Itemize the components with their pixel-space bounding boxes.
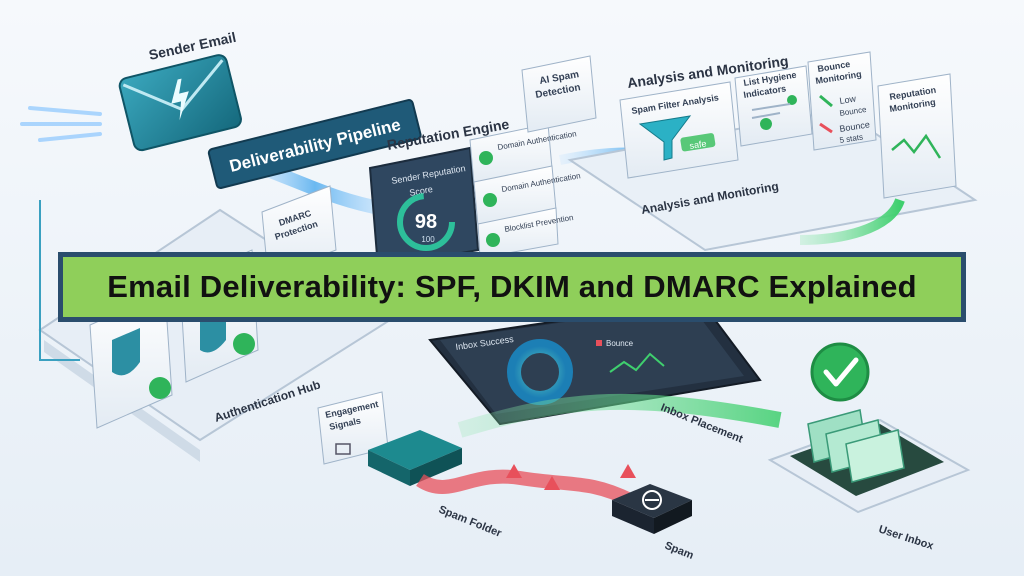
analysis-platform: Analysis and Monitoring Analysis and Mon… xyxy=(567,51,978,252)
low-label: Low xyxy=(839,93,857,106)
title-banner: Email Deliverability: SPF, DKIM and DMAR… xyxy=(58,252,966,322)
score-panel xyxy=(368,146,480,270)
bounce-label-1: Bounce xyxy=(839,105,868,118)
envelope-icon xyxy=(118,54,242,152)
page-title: Email Deliverability: SPF, DKIM and DMAR… xyxy=(107,269,917,304)
donut-chart xyxy=(507,339,573,405)
reputation-engine: Reputation Engine Sender Reputation Scor… xyxy=(368,116,581,270)
bounce-stats: 5 stats xyxy=(839,132,864,145)
envelope-stack xyxy=(807,409,905,483)
list-hygiene-card: List Hygiene Indicators xyxy=(734,65,813,147)
lightning-icon xyxy=(171,78,189,121)
speed-lines xyxy=(20,106,102,142)
gauge-icon xyxy=(397,193,455,251)
check-icon xyxy=(787,95,797,105)
sender-email: Sender Email xyxy=(20,29,242,152)
check-icon xyxy=(760,118,772,130)
warning-icon xyxy=(620,464,636,478)
score-caption-2: Score xyxy=(409,184,434,198)
safe-badge: safe xyxy=(689,138,707,151)
inbox-success-dashboard: Inbox Success Bounce xyxy=(428,298,762,426)
spam-filter-card: Spam Filter Analysis safe xyxy=(619,81,739,179)
funnel-icon xyxy=(638,115,692,161)
ai-spam-card: AI Spam Detection xyxy=(521,55,597,133)
score-value: 98 xyxy=(415,211,437,233)
check-icon xyxy=(149,377,171,399)
warning-icons xyxy=(506,464,636,490)
success-badge xyxy=(810,342,870,402)
check-icon xyxy=(479,151,493,165)
warning-icon xyxy=(506,464,522,478)
reputation-monitoring-card: Reputation Monitoring xyxy=(877,73,957,199)
engagement-signals: Engagement Signals xyxy=(317,391,389,465)
check-icon xyxy=(233,333,255,355)
bounce-label-2: Bounce xyxy=(839,119,871,134)
score-max: 100 xyxy=(421,235,435,244)
legend-bounce: Bounce xyxy=(606,339,634,348)
green-flow-down xyxy=(799,197,905,245)
bounce-monitoring-card: Bounce Monitoring Low Bounce Bounce 5 st… xyxy=(807,51,877,151)
mail-icon xyxy=(335,443,351,455)
warning-icon xyxy=(544,476,560,490)
check-icon xyxy=(486,233,500,247)
check-icon xyxy=(483,193,497,207)
envelope-icon xyxy=(845,429,905,483)
shield-icon xyxy=(112,328,140,376)
check-icon xyxy=(823,357,859,387)
inbox-flow xyxy=(457,393,782,438)
no-entry-icon xyxy=(642,490,662,510)
